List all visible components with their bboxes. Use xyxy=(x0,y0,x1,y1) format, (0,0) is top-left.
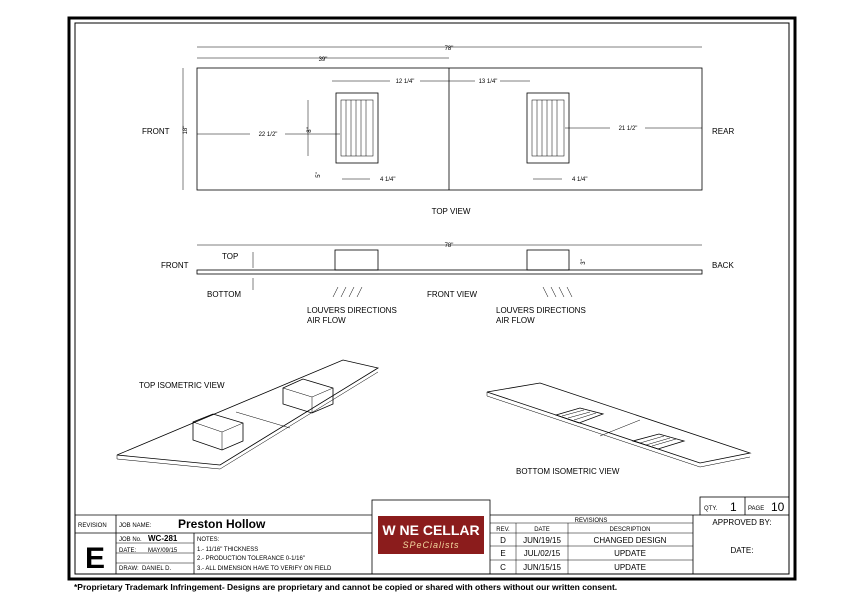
svg-text:UPDATE: UPDATE xyxy=(614,563,646,572)
dim-left-offset: 12 1/4" xyxy=(396,79,415,85)
dim-right-width: 4 1/4" xyxy=(572,177,587,183)
left-note-line2: AIR FLOW xyxy=(307,316,346,325)
dim-left-width: 4 1/4" xyxy=(380,177,395,183)
approved-date-label: DATE: xyxy=(731,546,754,555)
dim-louver-length: 8" xyxy=(307,127,313,132)
draw: DANIEL D. xyxy=(142,566,171,572)
top-iso-title: TOP ISOMETRIC VIEW xyxy=(139,381,225,390)
date: MAY/09/15 xyxy=(148,548,178,554)
top-isometric-view: TOP ISOMETRIC VIEW xyxy=(116,359,380,470)
logo xyxy=(378,516,484,554)
front-view: 78" 3" FRONT BACK TOP BOTTOM FRONT VIEW … xyxy=(161,243,734,325)
note-3: 3.- ALL DIMENSION HAVE TO VERIFY ON FIEL… xyxy=(197,566,332,572)
bottom-isometric-view: BOTTOM ISOMETRIC VIEW xyxy=(486,382,752,476)
svg-text:C: C xyxy=(500,563,506,572)
svg-text:D: D xyxy=(500,536,506,545)
draw-label: DRAW: xyxy=(119,566,139,572)
description-header: DESCRIPTION xyxy=(609,527,650,533)
revisions-title: REVISIONS xyxy=(575,518,608,524)
dim-front-overall: 78" xyxy=(445,243,454,249)
qty-label: QTY. xyxy=(704,506,718,512)
left-note-line1: LOUVERS DIRECTIONS xyxy=(307,306,397,315)
outer-border xyxy=(67,16,797,581)
svg-text:CHANGED DESIGN: CHANGED DESIGN xyxy=(594,536,667,545)
dim-louver-edge: 5" xyxy=(316,172,322,177)
dim-right-offset: 13 1/4" xyxy=(479,79,498,85)
dim-depth: 18" xyxy=(183,126,189,135)
title-block: W NE CELLAR SPeCialists REVISION E JOB N… xyxy=(75,496,790,575)
label-rear: REAR xyxy=(712,127,734,136)
logo-text: W NE CELLAR xyxy=(382,522,479,538)
back-label: BACK xyxy=(712,261,734,270)
dim-half: 39" xyxy=(319,57,328,63)
svg-text:UPDATE: UPDATE xyxy=(614,549,646,558)
note-2: 2.- PRODUCTION TOLERANCE 0-1/16" xyxy=(197,556,305,562)
svg-text:JUL/02/15: JUL/02/15 xyxy=(524,549,561,558)
revision-row: D JUN/19/15 CHANGED DESIGN xyxy=(500,536,667,545)
louver-right xyxy=(526,92,570,164)
dim-right-from-rear: 21 1/2" xyxy=(619,126,638,132)
qty: 1 xyxy=(730,500,737,514)
date-label: DATE: xyxy=(119,548,137,554)
job-no-label: JOB No. xyxy=(119,537,142,543)
right-note-line2: AIR FLOW xyxy=(496,316,535,325)
revision-row: E JUL/02/15 UPDATE xyxy=(500,549,646,558)
logo-subtext: SPeCialists xyxy=(402,540,459,550)
page-label: PAGE xyxy=(748,506,764,512)
rev-header: REV. xyxy=(496,527,510,533)
disclaimer: *Proprietary Trademark Infringement- Des… xyxy=(74,582,618,592)
top-view-title: TOP VIEW xyxy=(432,207,471,216)
louver-left xyxy=(335,92,379,164)
svg-text:E: E xyxy=(500,549,505,558)
svg-text:JUN/15/15: JUN/15/15 xyxy=(523,563,561,572)
date-header: DATE xyxy=(534,527,550,533)
label-front: FRONT xyxy=(142,127,170,136)
notes-label: NOTES: xyxy=(197,537,220,543)
front-view-title: FRONT VIEW xyxy=(427,290,478,299)
note-1: 1.- 11/16" THICKNESS xyxy=(197,547,258,553)
dim-left-from-front: 22 1/2" xyxy=(259,132,278,138)
revision-letter: E xyxy=(85,542,105,575)
top-label: TOP xyxy=(222,252,238,261)
bottom-label: BOTTOM xyxy=(207,290,241,299)
job-name-label: JOB NAME: xyxy=(119,523,152,529)
dim-overall: 78" xyxy=(445,46,454,52)
bottom-iso-title: BOTTOM ISOMETRIC VIEW xyxy=(516,467,620,476)
front-label: FRONT xyxy=(161,261,189,270)
svg-text:JUN/19/15: JUN/19/15 xyxy=(523,536,561,545)
approved-label: APPROVED BY: xyxy=(712,518,771,527)
page: 10 xyxy=(771,500,785,514)
revision-row: C JUN/15/15 UPDATE xyxy=(500,563,646,572)
job-name: Preston Hollow xyxy=(178,517,266,531)
top-view: 78" 39" 18" FRONT REAR 12 1/4" 13 1/4" 2… xyxy=(142,46,734,216)
job-no: WC-281 xyxy=(148,534,178,543)
dim-height: 3" xyxy=(581,259,587,264)
right-note-line1: LOUVERS DIRECTIONS xyxy=(496,306,586,315)
revision-label: REVISION xyxy=(78,523,107,529)
